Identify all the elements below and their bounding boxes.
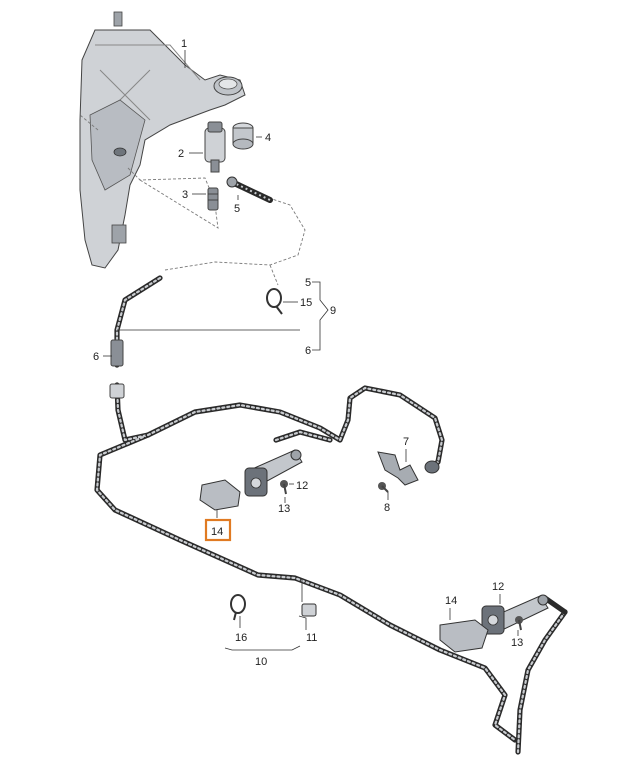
screw-13-left	[280, 480, 288, 495]
grommet	[232, 122, 254, 150]
hose-connector-6	[109, 339, 125, 399]
label-5b: 5	[305, 277, 311, 289]
label-2: 2	[178, 148, 184, 160]
label-8: 8	[384, 502, 390, 514]
leader-lines	[103, 50, 519, 651]
cover-cap-14-right	[439, 619, 489, 653]
label-12a: 12	[296, 480, 308, 492]
label-14a: 14	[211, 526, 223, 538]
label-12b: 12	[492, 581, 504, 593]
highlight-box-14	[204, 518, 232, 542]
label-5a: 5	[234, 203, 240, 215]
label-4: 4	[265, 132, 271, 144]
assembly-guide-lines	[79, 114, 306, 286]
label-13b: 13	[511, 637, 523, 649]
label-10: 10	[255, 656, 267, 668]
label-15: 15	[300, 297, 312, 309]
label-14b: 14	[445, 595, 457, 607]
washer-fluid-reservoir	[79, 11, 246, 269]
label-1: 1	[181, 38, 187, 50]
washer-pump	[204, 121, 226, 173]
label-13a: 13	[278, 503, 290, 515]
label-6a: 6	[93, 351, 99, 363]
label-11: 11	[306, 632, 317, 644]
label-7: 7	[403, 436, 409, 448]
hose-clip-16	[230, 594, 246, 621]
label-6b: 6	[305, 345, 311, 357]
hose-clip-15	[266, 288, 283, 315]
bolt-8	[378, 482, 389, 493]
label-9: 9	[330, 305, 336, 317]
part-labels: 1 2 3 4 5 5 15 9 6 6 7 8 12 13 14 16 11 …	[93, 38, 523, 668]
label-16: 16	[235, 632, 247, 644]
bracket-7	[377, 451, 440, 486]
cover-cap-14-left	[199, 479, 241, 511]
washer-jet-12-left	[244, 449, 303, 497]
retainer-11	[301, 603, 317, 617]
washer-jet-12-right	[481, 594, 549, 635]
filter	[207, 187, 219, 211]
connector-hose-5	[226, 176, 273, 203]
hose-lines	[94, 275, 568, 755]
label-3: 3	[182, 189, 188, 201]
screw-13-right	[515, 616, 523, 631]
